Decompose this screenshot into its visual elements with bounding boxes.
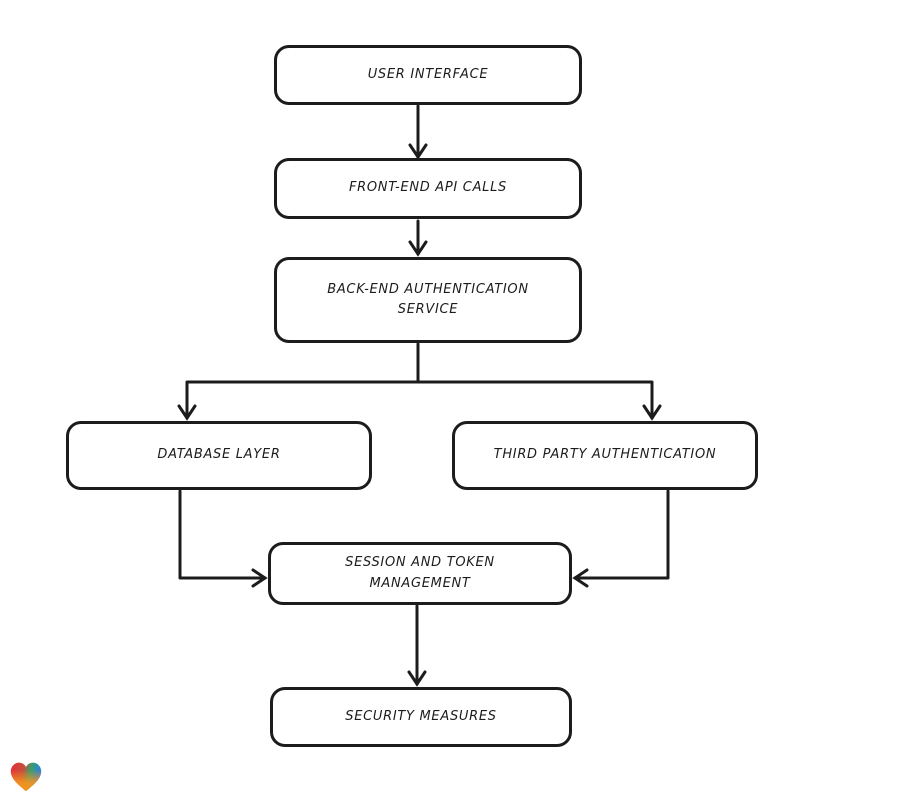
- node-front-end-api-calls: FRONT-END API CALLS: [274, 158, 582, 219]
- node-third-party-authentication: THIRD PARTY AUTHENTICATION: [452, 421, 758, 490]
- node-security-measures: SECURITY MEASURES: [270, 687, 572, 747]
- node-label: SESSION AND TOKEN MANAGEMENT: [345, 555, 495, 591]
- edge-database-to-session: [178, 489, 268, 588]
- node-label: BACK-END AUTHENTICATION SERVICE: [327, 281, 529, 317]
- node-label: FRONT-END API CALLS: [348, 180, 508, 196]
- node-back-end-authentication-service: BACK-END AUTHENTICATION SERVICE: [274, 257, 582, 343]
- node-label: USER INTERFACE: [367, 66, 489, 82]
- heart-logo[interactable]: [8, 759, 44, 795]
- node-label: DATABASE LAYER: [157, 447, 281, 463]
- node-user-interface: USER INTERFACE: [274, 45, 582, 105]
- node-session-and-token-management: SESSION AND TOKEN MANAGEMENT: [268, 542, 572, 605]
- node-label: THIRD PARTY AUTHENTICATION: [493, 447, 717, 463]
- edge-backend-to-database: [177, 342, 420, 421]
- edge-thirdparty-to-session: [572, 489, 670, 588]
- node-database-layer: DATABASE LAYER: [66, 421, 372, 490]
- edge-backend-to-thirdparty: [414, 380, 662, 421]
- node-label: SECURITY MEASURES: [345, 708, 497, 724]
